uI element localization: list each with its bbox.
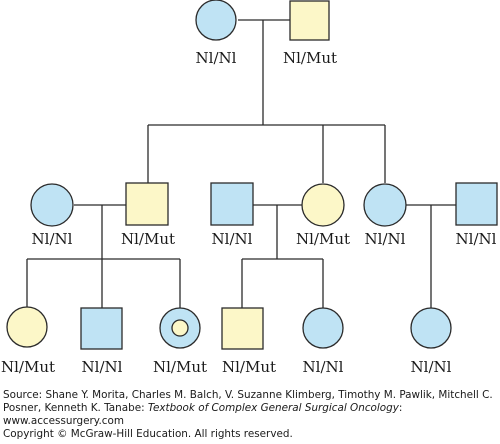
genotype-label-ii1: Nl/Nl — [32, 230, 73, 248]
source-authors: Source: Shane Y. Morita, Charles M. Balc… — [3, 389, 493, 414]
individual-ii3-male — [210, 182, 254, 226]
pedigree-lines — [26, 19, 456, 308]
source-line: Source: Shane Y. Morita, Charles M. Balc… — [3, 389, 497, 415]
copyright-notice: Copyright © McGraw-Hill Education. All r… — [3, 428, 293, 440]
genotype-label-ii5: Nl/Nl — [365, 230, 406, 248]
individual-iii5-female — [302, 307, 344, 349]
individual-i2-male-carrier — [289, 0, 330, 41]
source-url[interactable]: www.accessurgery.com — [3, 415, 124, 427]
genotype-label-iii2: Nl/Nl — [82, 358, 123, 376]
genotype-label-ii4: Nl/Mut — [296, 230, 350, 248]
source-book-title: Textbook of Complex General Surgical Onc… — [147, 402, 399, 414]
genotype-label-ii2: Nl/Mut — [121, 230, 175, 248]
genotype-label-ii3: Nl/Nl — [212, 230, 253, 248]
genotype-label-iii1: Nl/Mut — [1, 358, 55, 376]
individual-ii2-male-carrier — [125, 182, 169, 226]
heterozygote-dot-icon — [171, 319, 189, 337]
individual-iii6-female — [410, 307, 452, 349]
individual-ii6-male — [455, 182, 498, 226]
individual-ii1-female — [30, 183, 74, 227]
individual-iii2-male — [80, 307, 123, 350]
individual-iii1-female-carrier — [6, 306, 48, 348]
source-suffix: : — [398, 402, 403, 414]
source-citation: Source: Shane Y. Morita, Charles M. Balc… — [3, 389, 497, 441]
genotype-label-iii3: Nl/Mut — [153, 358, 207, 376]
individual-ii5-female — [363, 183, 407, 227]
genotype-label-iii6: Nl/Nl — [411, 358, 452, 376]
genotype-label-ii6: Nl/Nl — [456, 230, 497, 248]
genotype-label-i1: Nl/Nl — [196, 49, 237, 67]
genotype-label-iii5: Nl/Nl — [303, 358, 344, 376]
individual-ii4-female-carrier — [301, 183, 345, 227]
genotype-label-iii4: Nl/Mut — [222, 358, 276, 376]
genotype-label-i2: Nl/Mut — [283, 49, 337, 67]
individual-iii4-male-carrier — [221, 307, 264, 350]
individual-i1-female — [195, 0, 237, 41]
pedigree-chart: Nl/Nl Nl/Mut Nl/Nl Nl/Mut Nl/Nl Nl/Mut N… — [1, 0, 498, 376]
